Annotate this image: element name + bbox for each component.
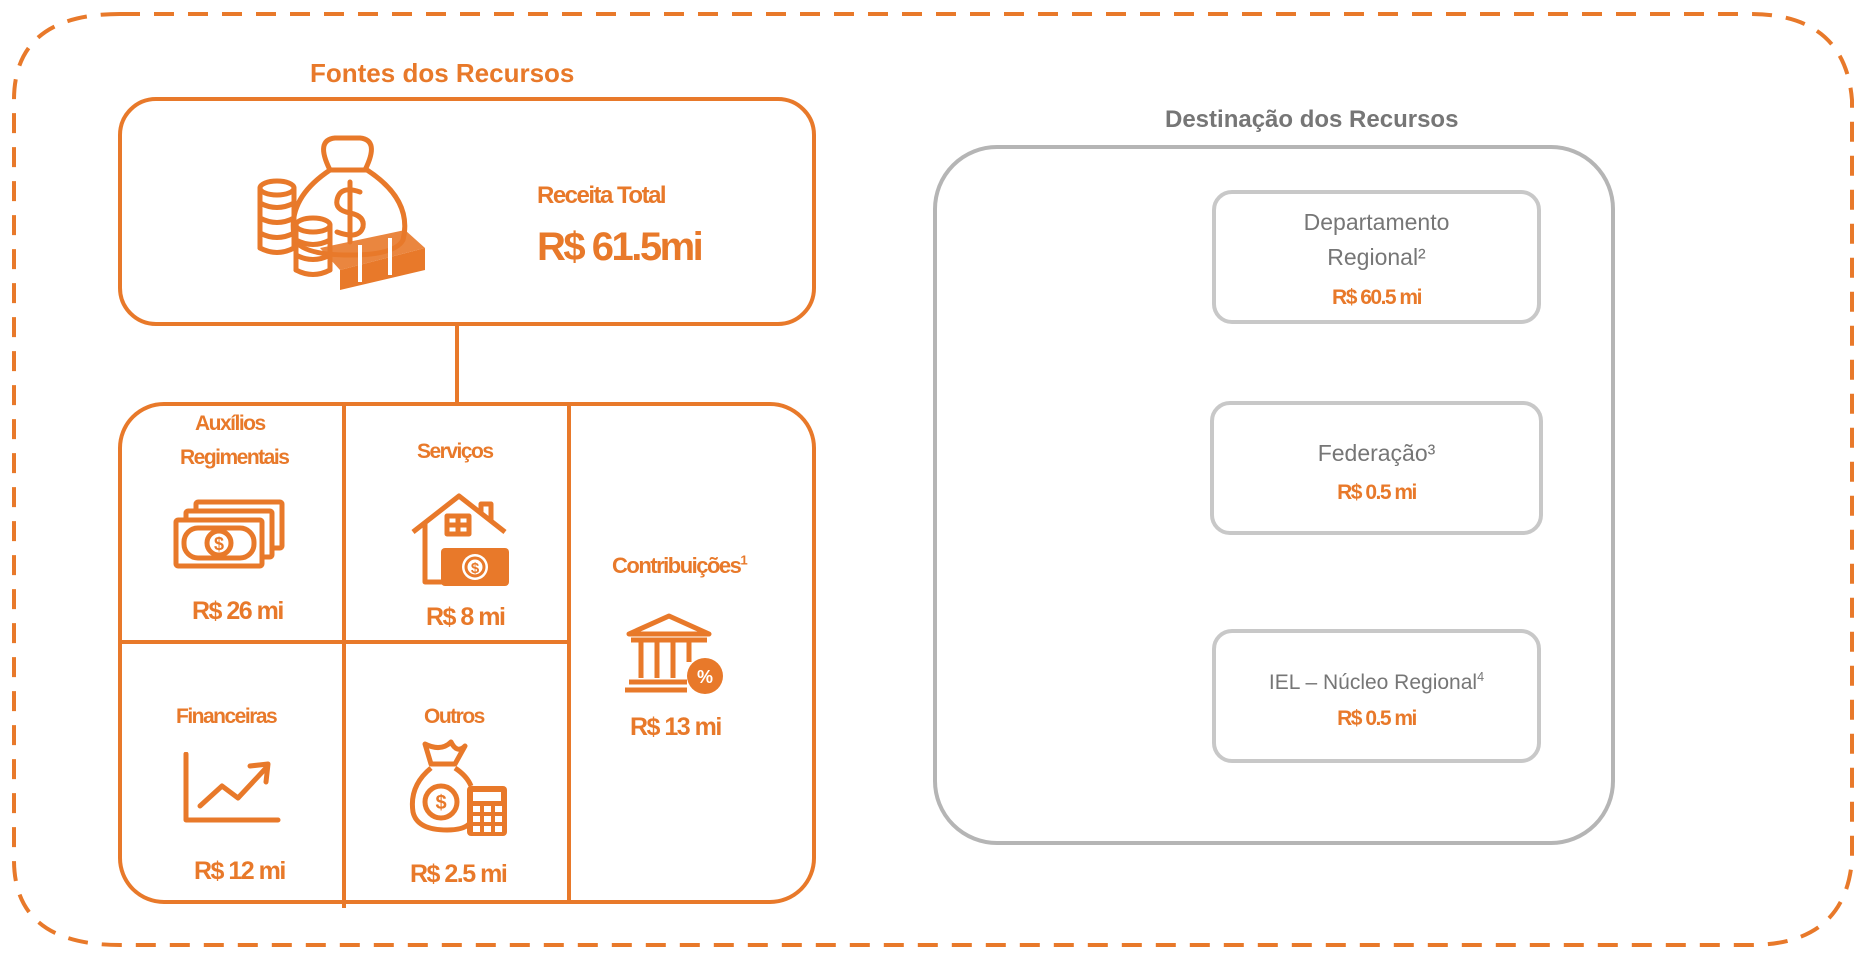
- destino-departamento-label-line2: Regional²: [1327, 244, 1426, 270]
- destino-iel-label: IEL – Núcleo Regional4: [1212, 671, 1541, 695]
- money-bag-coins-icon: [257, 135, 425, 290]
- grid-divider-v1: [342, 402, 346, 908]
- money-bag-calculator-icon: $: [409, 739, 507, 836]
- sources-grid-box: [118, 402, 816, 904]
- destinacao-box: [933, 145, 1615, 845]
- grid-divider-v2: [567, 402, 571, 904]
- grid-divider-h: [118, 640, 569, 644]
- servicos-value: R$ 8 mi: [426, 603, 506, 631]
- destino-departamento-value: R$ 60.5 mi: [1332, 286, 1422, 309]
- receita-total-value: R$ 61.5mi: [537, 225, 704, 269]
- contribuicoes-label-text: Contribuições: [612, 553, 742, 578]
- destino-federacao-value: R$ 0.5 mi: [1337, 481, 1417, 504]
- connector-line: [455, 326, 459, 404]
- destino-departamento-regional: [1212, 190, 1541, 324]
- destino-iel-nucleo-regional: [1212, 629, 1541, 763]
- svg-text:$: $: [214, 534, 224, 554]
- auxilios-label-line2: Regimentais: [180, 446, 290, 469]
- auxilios-label-line1: Auxílios: [195, 412, 266, 435]
- destino-federacao-label: Federação³: [1317, 440, 1436, 466]
- receita-total-box: [118, 97, 816, 326]
- fontes-title: Fontes dos Recursos: [310, 58, 575, 88]
- destino-iel-footnote: 4: [1477, 670, 1485, 684]
- receita-total-label: Receita Total: [537, 182, 667, 209]
- financeiras-label: Financeiras: [176, 705, 278, 728]
- auxilios-value: R$ 26 mi: [192, 597, 284, 625]
- svg-text:%: %: [697, 667, 713, 687]
- svg-text:$: $: [435, 792, 446, 814]
- contribuicoes-value: R$ 13 mi: [630, 713, 722, 741]
- outros-value: R$ 2.5 mi: [410, 860, 508, 888]
- servicos-label: Serviços: [417, 440, 494, 463]
- growth-chart-icon: [183, 752, 281, 823]
- contribuicoes-footnote: 1: [740, 552, 747, 568]
- destino-federacao: [1210, 401, 1543, 535]
- destino-departamento-label-line1: Departamento: [1303, 209, 1450, 235]
- contribuicoes-label: Contribuições1: [612, 552, 748, 579]
- outros-label: Outros: [424, 705, 485, 728]
- svg-text:$: $: [471, 560, 480, 577]
- destinacao-title: Destinação dos Recursos: [1165, 106, 1459, 133]
- bank-percent-icon: %: [625, 613, 723, 694]
- cash-stack-icon: $: [173, 499, 285, 569]
- destino-iel-value: R$ 0.5 mi: [1337, 707, 1417, 730]
- destino-iel-label-text: IEL – Núcleo Regional: [1268, 671, 1478, 694]
- financeiras-value: R$ 12 mi: [194, 857, 286, 885]
- house-money-icon: $: [411, 493, 509, 586]
